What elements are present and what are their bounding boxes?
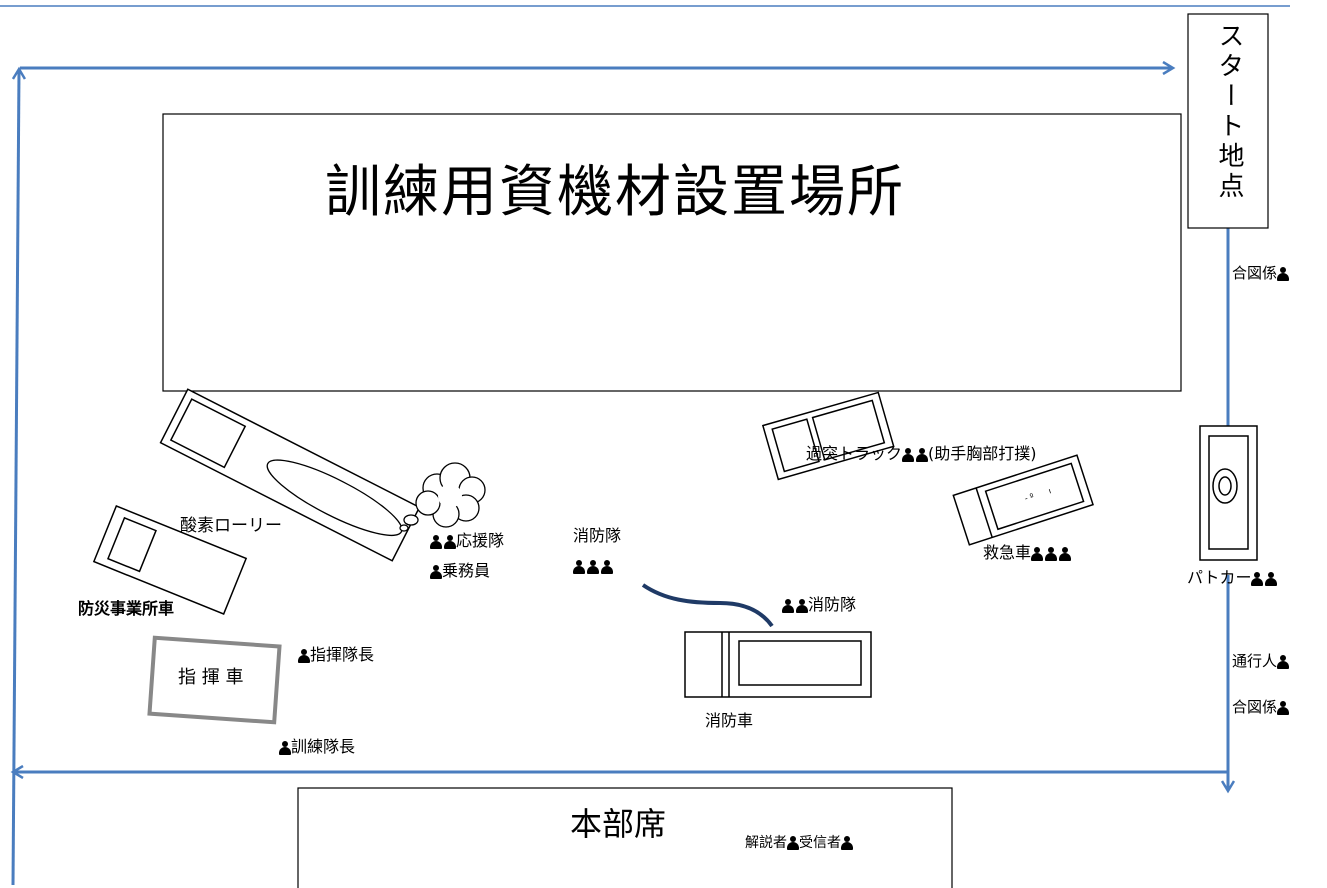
leak-cloud xyxy=(399,462,486,532)
training-leader-label: 訓練隊長 xyxy=(279,739,355,755)
person-icon xyxy=(1277,701,1290,715)
oxygen-lorry-label: 酸素ローリー xyxy=(180,516,282,536)
collision-truck-text: 過突トラック xyxy=(806,444,903,463)
person-icon xyxy=(1277,655,1290,669)
person-icon xyxy=(444,535,456,549)
fire-team-left-label: 消防隊 xyxy=(573,526,622,545)
person-icon xyxy=(1251,572,1264,586)
person-icon xyxy=(916,448,929,462)
route-left-up-arrow xyxy=(11,70,19,886)
headquarters-title: 本部席 xyxy=(570,805,667,843)
hq-staff-label: 解説者受信者 xyxy=(745,836,853,850)
fire-team-right-text: 消防隊 xyxy=(808,595,857,614)
headquarters-box xyxy=(297,787,953,888)
person-icon xyxy=(796,599,808,613)
training-leader-text: 訓練隊長 xyxy=(291,737,356,756)
crew-text: 乗務員 xyxy=(442,561,491,580)
ambulance-label: 救急車 xyxy=(983,543,1072,562)
person-icon xyxy=(430,535,442,549)
receiver-text: 受信者 xyxy=(799,835,841,851)
fire-engine-vehicle xyxy=(684,631,872,698)
signal-staff-top-text: 合図係 xyxy=(1232,264,1278,282)
person-icon xyxy=(1265,572,1278,586)
svg-text:- º: - º xyxy=(1024,492,1036,503)
support-team-text: 応援隊 xyxy=(456,531,505,550)
signal-staff-top-label: 合図係 xyxy=(1232,264,1290,282)
oxygen-lorry-vehicle xyxy=(159,388,421,562)
ambulance-text: 救急車 xyxy=(983,543,1032,562)
person-icon xyxy=(1045,547,1058,561)
start-point-text: スタート地点 xyxy=(1214,22,1244,202)
commander-label: 指揮隊長 xyxy=(298,647,374,663)
signal-staff-bottom-text: 合図係 xyxy=(1232,698,1278,716)
command-car-label: 指 揮 車 xyxy=(178,667,244,688)
patrol-car-text: パトカー xyxy=(1187,568,1252,587)
svg-text:ı: ı xyxy=(1047,486,1052,495)
collision-truck-vehicle xyxy=(761,391,895,481)
signal-staff-bottom-label: 合図係 xyxy=(1232,698,1290,716)
start-point-label: スタート地点 xyxy=(1213,22,1245,202)
person-icon xyxy=(298,649,310,663)
person-icon xyxy=(1277,267,1290,281)
patrol-car-label: パトカー xyxy=(1187,568,1278,587)
person-icon xyxy=(782,599,794,613)
fire-team-left-persons xyxy=(573,558,613,574)
commentator-text: 解説者 xyxy=(745,835,787,851)
patrol-car-vehicle xyxy=(1199,425,1258,561)
person-icon xyxy=(587,560,599,574)
collision-note-text: (助手胸部打撲) xyxy=(928,444,1037,463)
fire-team-right-label: 消防隊 xyxy=(782,597,856,613)
passerby-text: 通行人 xyxy=(1232,652,1278,670)
crew-label: 乗務員 xyxy=(430,563,490,579)
start-point-box xyxy=(1187,13,1269,229)
person-icon xyxy=(279,741,291,755)
person-icon xyxy=(841,836,853,850)
fire-engine-label: 消防車 xyxy=(705,711,754,730)
person-icon xyxy=(1031,547,1044,561)
person-icon xyxy=(787,836,799,850)
support-team-label: 応援隊 xyxy=(430,533,504,549)
person-icon xyxy=(430,565,442,579)
training-area-title: 訓練用資機材設置場所 xyxy=(325,160,905,225)
collision-truck-label: 過突トラック (助手胸部打撲) xyxy=(806,446,1037,462)
training-area-box xyxy=(162,113,1182,392)
fire-hose xyxy=(641,583,774,628)
passerby-label: 通行人 xyxy=(1232,652,1290,670)
person-icon xyxy=(573,560,585,574)
disaster-vehicle-label: 防災事業所車 xyxy=(78,599,175,618)
commander-text: 指揮隊長 xyxy=(310,645,375,664)
person-icon xyxy=(601,560,613,574)
disaster-prevention-vehicle xyxy=(92,504,248,616)
ambulance-vehicle: - º ı xyxy=(952,454,1094,546)
command-car-vehicle xyxy=(147,635,282,725)
person-icon xyxy=(902,448,915,462)
person-icon xyxy=(1059,547,1072,561)
